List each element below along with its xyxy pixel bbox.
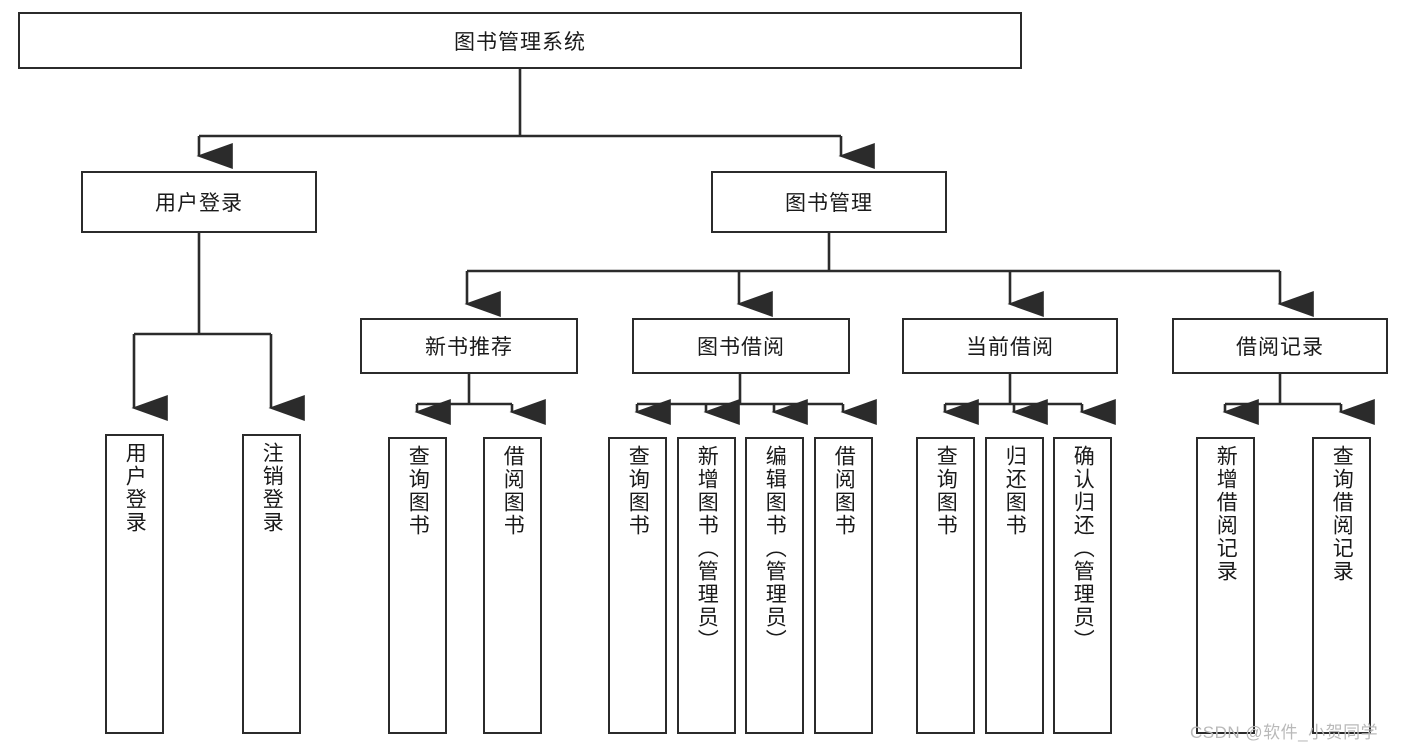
leaf-label: 注销登录 bbox=[260, 442, 284, 534]
node-label: 新书推荐 bbox=[425, 336, 513, 359]
leaf-label: 借阅图书 bbox=[832, 445, 856, 537]
leaf-label: 编辑图书（管理员） bbox=[763, 445, 787, 652]
leaf-borrow-borrow-book[interactable]: 借阅图书 bbox=[814, 437, 873, 734]
leaf-label: 查询图书 bbox=[626, 445, 650, 537]
leaf-recommend-query-book[interactable]: 查询图书 bbox=[388, 437, 447, 734]
node-label: 用户登录 bbox=[155, 192, 243, 215]
leaf-current-return-book[interactable]: 归还图书 bbox=[985, 437, 1044, 734]
leaf-label: 归还图书 bbox=[1003, 445, 1027, 537]
leaf-record-add-record[interactable]: 新增借阅记录 bbox=[1196, 437, 1255, 734]
leaf-borrow-add-book-admin[interactable]: 新增图书（管理员） bbox=[677, 437, 736, 734]
leaf-label: 查询图书 bbox=[934, 445, 958, 537]
node-current-borrow[interactable]: 当前借阅 bbox=[902, 318, 1118, 374]
leaf-label: 新增借阅记录 bbox=[1214, 445, 1238, 583]
node-label: 当前借阅 bbox=[966, 336, 1054, 359]
leaf-record-query-record[interactable]: 查询借阅记录 bbox=[1312, 437, 1371, 734]
leaf-label: 借阅图书 bbox=[501, 445, 525, 537]
leaf-borrow-edit-book-admin[interactable]: 编辑图书（管理员） bbox=[745, 437, 804, 734]
leaf-label: 查询借阅记录 bbox=[1330, 445, 1354, 583]
node-label: 图书管理 bbox=[785, 192, 873, 215]
leaf-user-login-logout[interactable]: 注销登录 bbox=[242, 434, 301, 734]
leaf-current-confirm-return-admin[interactable]: 确认归还（管理员） bbox=[1053, 437, 1112, 734]
node-label: 图书管理系统 bbox=[454, 30, 586, 54]
csdn-watermark: CSDN @软件_小贺同学 bbox=[1190, 723, 1379, 742]
leaf-recommend-borrow-book[interactable]: 借阅图书 bbox=[483, 437, 542, 734]
node-book-borrow[interactable]: 图书借阅 bbox=[632, 318, 850, 374]
leaf-label: 新增图书（管理员） bbox=[695, 445, 719, 652]
node-label: 图书借阅 bbox=[697, 336, 785, 359]
leaf-user-login-signin[interactable]: 用户登录 bbox=[105, 434, 164, 734]
node-root-system[interactable]: 图书管理系统 bbox=[18, 12, 1022, 69]
leaf-borrow-query-book[interactable]: 查询图书 bbox=[608, 437, 667, 734]
leaf-label: 查询图书 bbox=[406, 445, 430, 537]
leaf-current-query-book[interactable]: 查询图书 bbox=[916, 437, 975, 734]
node-book-management[interactable]: 图书管理 bbox=[711, 171, 947, 233]
node-user-login[interactable]: 用户登录 bbox=[81, 171, 317, 233]
leaf-label: 确认归还（管理员） bbox=[1071, 445, 1095, 652]
leaf-label: 用户登录 bbox=[123, 442, 147, 534]
node-borrow-record[interactable]: 借阅记录 bbox=[1172, 318, 1388, 374]
node-new-book-recommend[interactable]: 新书推荐 bbox=[360, 318, 578, 374]
node-label: 借阅记录 bbox=[1236, 336, 1324, 359]
